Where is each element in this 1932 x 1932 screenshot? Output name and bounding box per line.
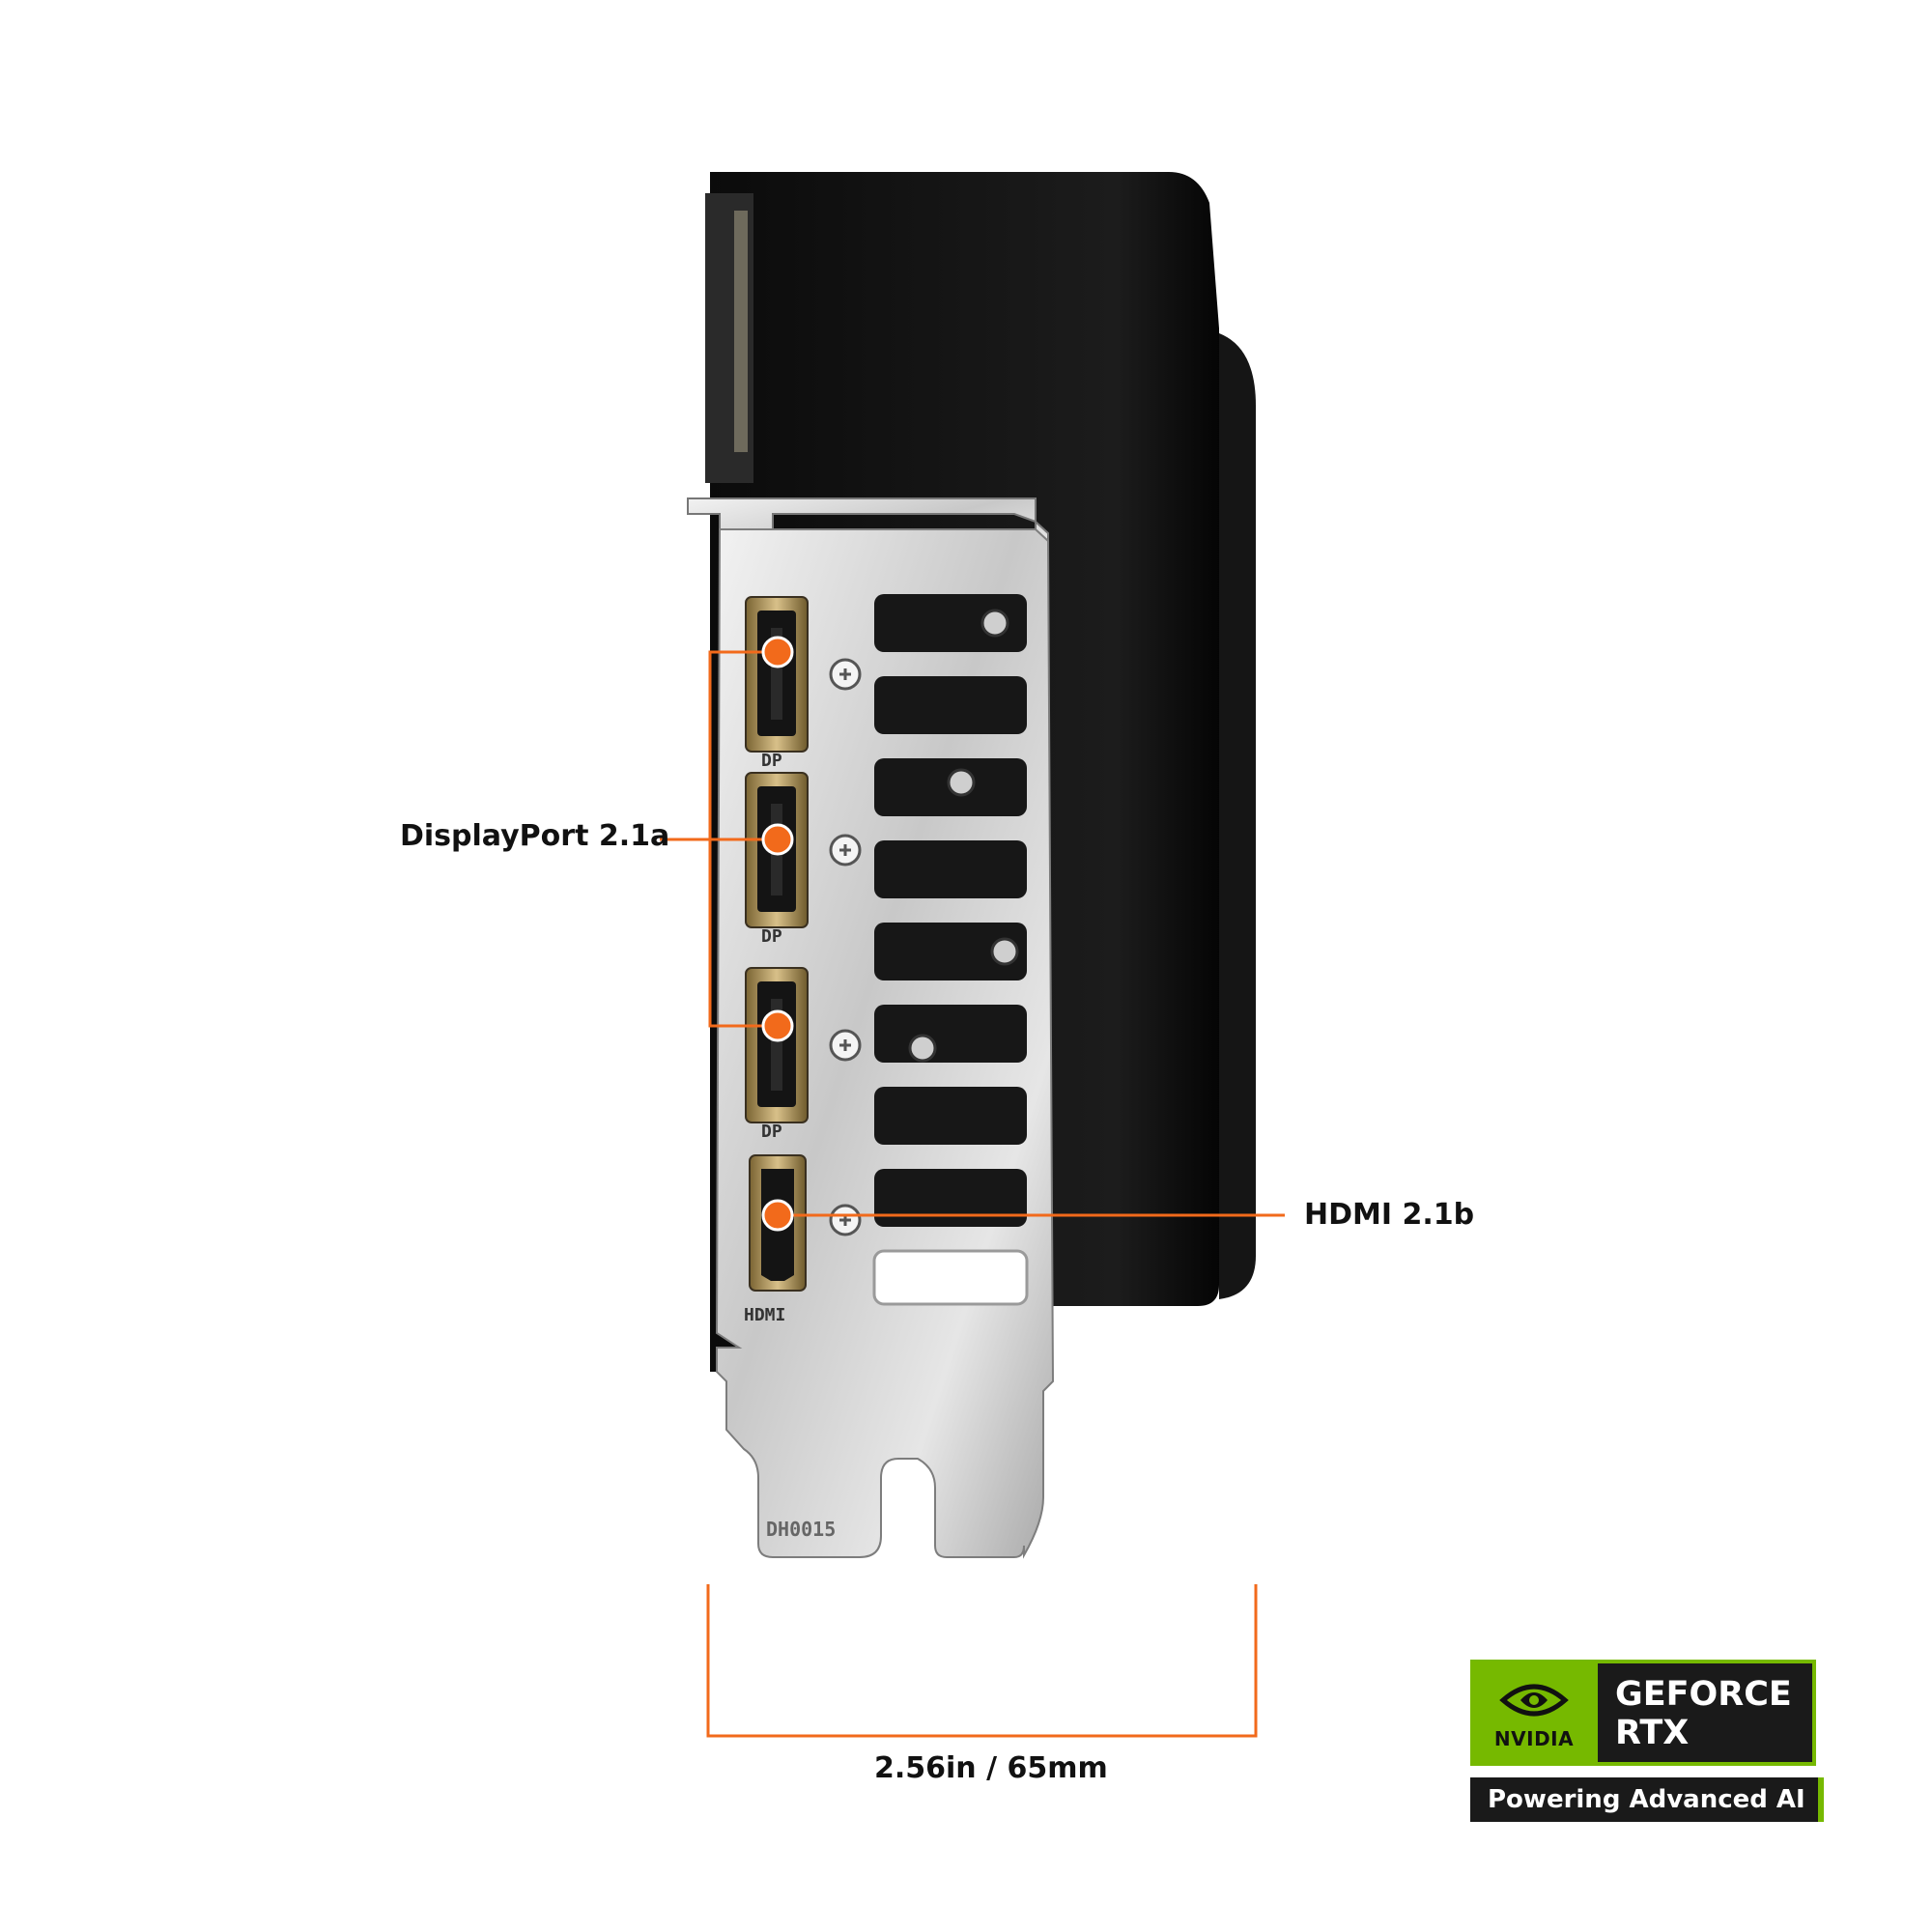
tagline-bar: Powering Advanced AI [1470, 1777, 1824, 1822]
vent-screws [908, 609, 1019, 1063]
displayport-callout-lines [660, 650, 778, 1028]
port-label-dp-3: DP [761, 1122, 782, 1142]
callout-dots [761, 636, 794, 1232]
dimension-bracket [706, 1584, 1258, 1738]
geforce-text: GEFORCE [1615, 1675, 1792, 1714]
port-label-dp-1: DP [761, 751, 782, 771]
bracket-screws [829, 658, 862, 1236]
geforce-rtx-panel: GEFORCE RTX [1598, 1660, 1816, 1766]
hdmi-callout-label: HDMI 2.1b [1304, 1198, 1475, 1232]
port-label-hdmi: HDMI [744, 1305, 785, 1325]
displayport-connector-1 [745, 596, 809, 753]
port-label-dp-2: DP [761, 926, 782, 947]
nvidia-eye-icon [1499, 1684, 1569, 1717]
tagline-text: Powering Advanced AI [1488, 1785, 1805, 1814]
rtx-text: RTX [1615, 1714, 1690, 1752]
nvidia-wordmark: NVIDIA [1493, 1727, 1575, 1750]
displayport-connector-3 [745, 967, 809, 1123]
nvidia-logo-panel: NVIDIA [1470, 1660, 1598, 1766]
bracket-top-lip [687, 497, 1049, 585]
bracket-part-code: DH0015 [766, 1518, 836, 1541]
geforce-rtx-badge: NVIDIA GEFORCE RTX Powering Advanced AI [1470, 1660, 1824, 1824]
dimension-label: 2.56in / 65mm [874, 1751, 1108, 1785]
displayport-callout-label: DisplayPort 2.1a [400, 819, 670, 853]
